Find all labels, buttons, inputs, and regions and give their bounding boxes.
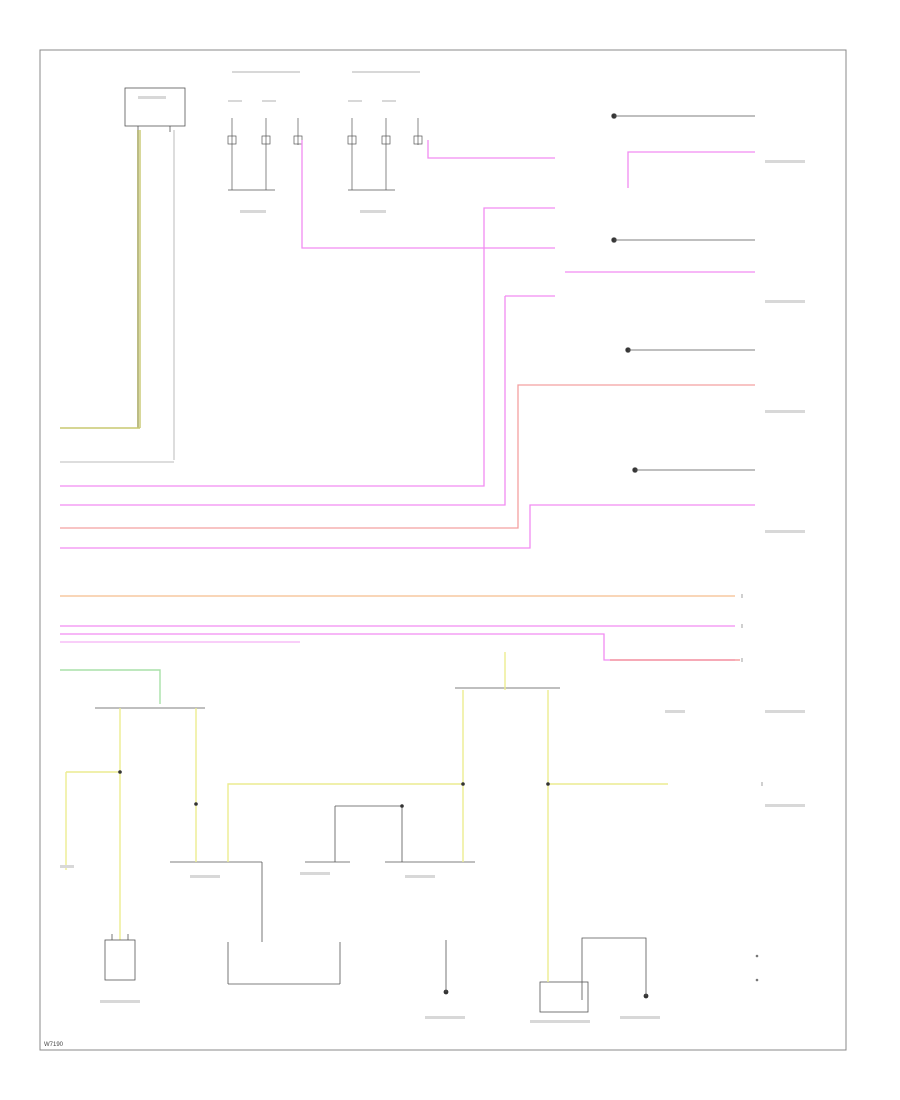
legend-entry-1-symbol	[755, 954, 759, 958]
pink-wires-lower	[60, 625, 735, 661]
switch-group-right	[347, 71, 423, 191]
lower-junctions	[95, 687, 647, 1013]
switch-group-left	[227, 71, 303, 191]
top-connector-wires	[60, 130, 175, 463]
frame-code-label: W7190	[44, 1042, 64, 1048]
right-side-lamps	[611, 113, 755, 473]
bottom-left-module	[104, 934, 136, 981]
junction-dots	[118, 770, 649, 999]
yellow-wires	[65, 652, 668, 982]
diagram-frame	[39, 49, 847, 1051]
green-wire	[60, 669, 161, 704]
illegible-label-marks	[60, 96, 805, 1023]
pink-wires-main	[60, 207, 755, 549]
right-end-tabs	[741, 594, 763, 786]
pink-wires-upper	[301, 140, 755, 297]
legend-entry-2-symbol	[755, 978, 759, 982]
lower-ground-connectors	[445, 940, 647, 996]
top-connector-block	[124, 87, 186, 132]
legend	[755, 954, 759, 982]
